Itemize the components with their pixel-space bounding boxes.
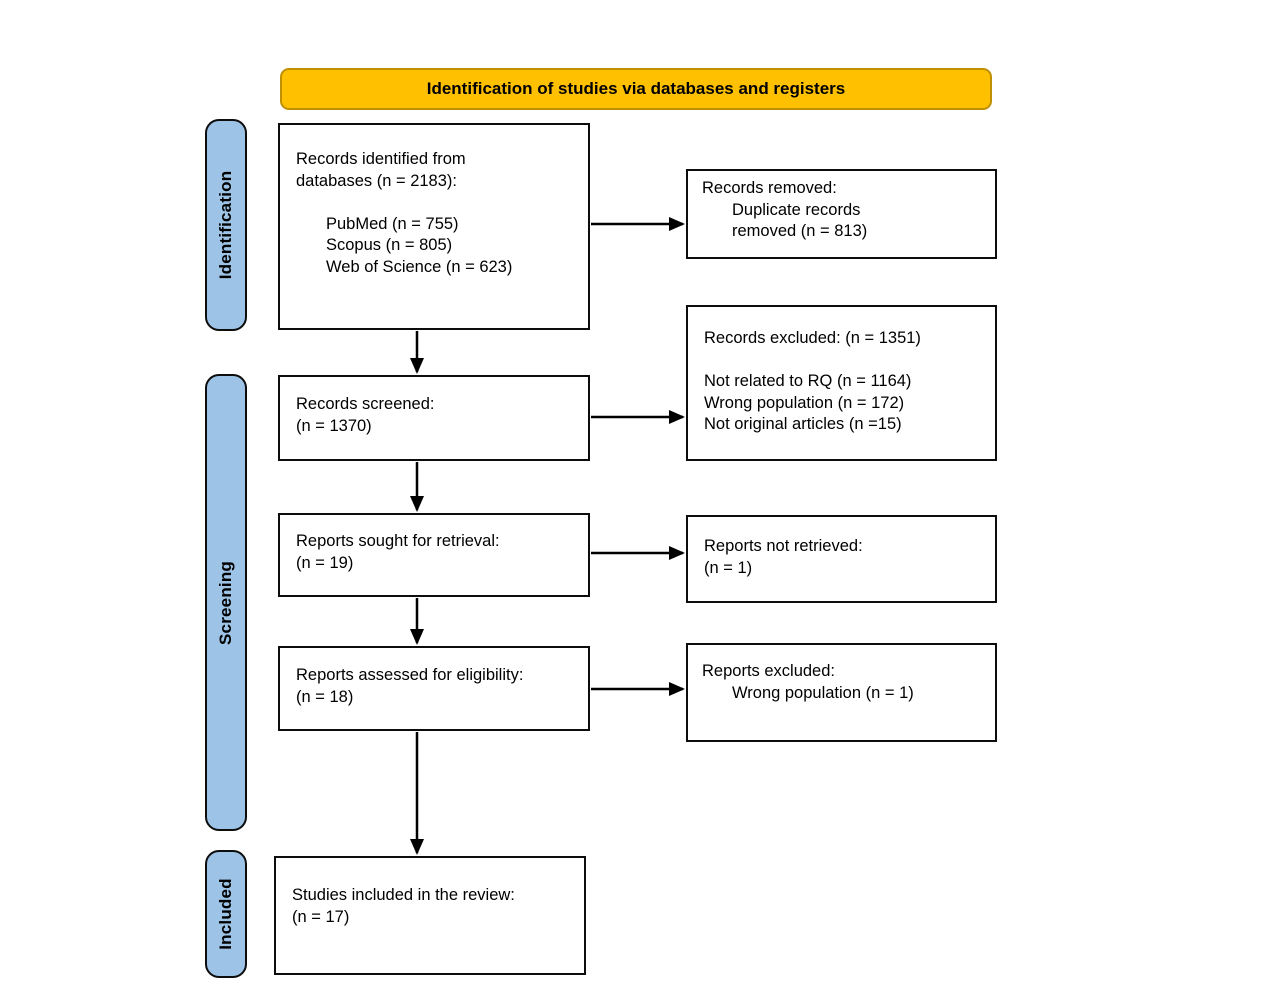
box-text-line: Records screened:	[296, 395, 435, 413]
box-text-line: Wrong population (n = 172)	[704, 393, 905, 412]
stage-included-label: Included	[216, 878, 235, 950]
box-text-line: (n = 1)	[704, 558, 753, 577]
diagram-title: Identification of studies via databases …	[426, 79, 846, 98]
box-records-excluded: Records excluded: (n = 1351) Not related…	[686, 305, 997, 461]
box-text-line: Records excluded: (n = 1351)	[704, 329, 921, 347]
stage-screening-label: Screening	[216, 560, 235, 645]
box-text-line: (n = 19)	[296, 553, 354, 572]
box-text-line: Records identified from	[296, 150, 466, 168]
box-text-line: (n = 1370)	[296, 416, 372, 435]
box-text-line: Studies included in the review:	[292, 886, 515, 904]
box-text-line: Reports assessed for eligibility:	[296, 666, 524, 684]
box-reports-excluded: Reports excluded: Wrong population (n = …	[686, 643, 997, 742]
box-reports-not-retrieved: Reports not retrieved: (n = 1)	[686, 515, 997, 603]
box-reports-sought: Reports sought for retrieval: (n = 19)	[278, 513, 590, 597]
box-text-line: (n = 18)	[296, 687, 354, 706]
box-text-line: Not original articles (n =15)	[704, 415, 902, 433]
diagram-title-banner: Identification of studies via databases …	[280, 68, 992, 110]
box-text-line: Wrong population (n = 1)	[732, 683, 914, 702]
stage-screening: Screening	[205, 374, 247, 831]
box-text-line: Scopus (n = 805)	[326, 236, 453, 254]
box-records-screened: Records screened: (n = 1370)	[278, 375, 590, 461]
box-text-line: Not related to RQ (n = 1164)	[704, 372, 912, 390]
box-text-line	[296, 192, 572, 214]
box-studies-included: Studies included in the review: (n = 17)	[274, 856, 586, 975]
box-text-line: Reports not retrieved:	[704, 537, 863, 555]
stage-included: Included	[205, 850, 247, 978]
box-text-line	[704, 350, 979, 372]
box-text-line: Reports excluded:	[702, 662, 835, 680]
stage-identification: Identification	[205, 119, 247, 331]
box-text-line: removed (n = 813)	[732, 222, 868, 240]
box-text-line: Records removed:	[702, 179, 837, 197]
box-reports-assessed: Reports assessed for eligibility: (n = 1…	[278, 646, 590, 731]
box-text-line: Reports sought for retrieval:	[296, 532, 500, 550]
box-text-line: (n = 17)	[292, 907, 350, 926]
box-text-line: Web of Science (n = 623)	[326, 257, 513, 276]
box-records-removed: Records removed: Duplicate records remov…	[686, 169, 997, 259]
stage-identification-label: Identification	[216, 170, 235, 280]
box-text-line: PubMed (n = 755)	[326, 214, 459, 233]
box-records-identified: Records identified from databases (n = 2…	[278, 123, 590, 330]
box-text-line: databases (n = 2183):	[296, 171, 457, 190]
box-text-line: Duplicate records	[732, 200, 861, 219]
